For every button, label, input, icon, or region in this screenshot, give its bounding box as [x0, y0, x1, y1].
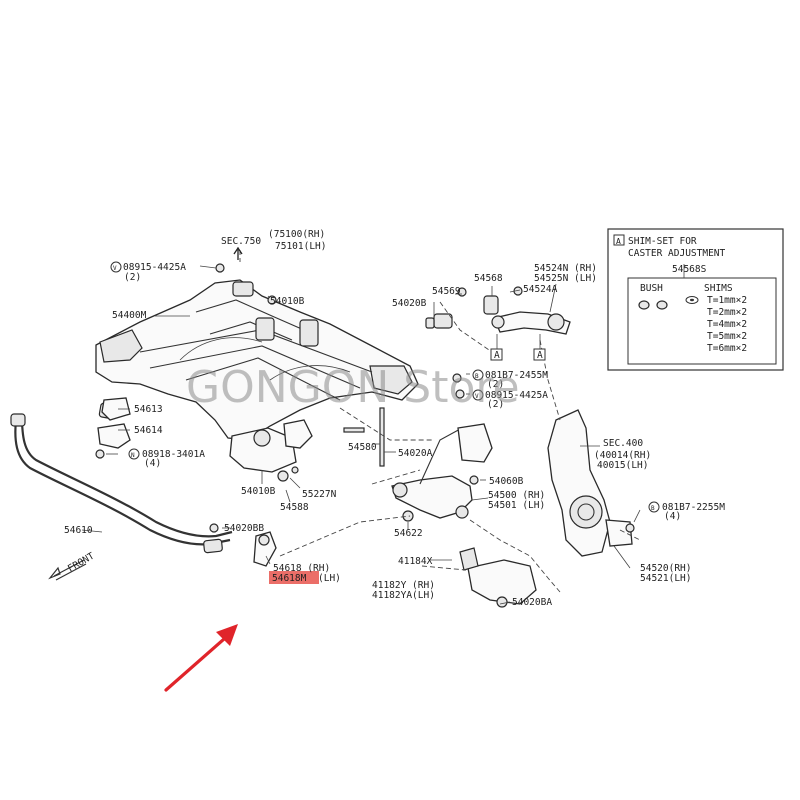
label-41184X: 41184X: [398, 556, 433, 567]
circle-b-1: B: [475, 373, 479, 380]
label-54618M: 54618M: [272, 573, 307, 584]
shim-box-part: 54568S: [672, 264, 707, 275]
label-54524N-rh: 54524N (RH): [534, 263, 597, 274]
shim-box-col-shims: SHIMS: [704, 283, 733, 294]
label-54588: 54588: [280, 502, 309, 513]
circle-v-1: V: [113, 265, 117, 272]
label-54613: 54613: [134, 404, 163, 415]
label-sec400: SEC.400: [603, 438, 643, 449]
label-54400M: 54400M: [112, 310, 147, 321]
up-arrow-icon: [233, 246, 243, 260]
label-08915-4425A-right: 08915-4425A: [485, 390, 548, 401]
leader-lines: [81, 247, 641, 605]
label-41182YA-lh: 41182YA(LH): [372, 590, 435, 601]
front-arrow: [48, 559, 87, 581]
label-54580: 54580: [348, 442, 377, 453]
red-arrow: [164, 624, 238, 692]
label-sec750-lh: 75101(LH): [275, 241, 326, 252]
bushing-54613: [101, 397, 131, 421]
label-54020A: 54020A: [398, 448, 433, 459]
label-08915-4425A-right-qty: (2): [487, 399, 504, 410]
marker-a-box-2: [533, 348, 546, 361]
shim-size-2: T=2mm×2: [707, 307, 747, 318]
shim-box-title-2: CASTER ADJUSTMENT: [628, 248, 726, 259]
stabilizer-link-54618: [253, 531, 277, 567]
label-54622: 54622: [394, 528, 423, 539]
label-54568: 54568: [474, 273, 503, 284]
label-08915-4425A-qty: (2): [124, 272, 141, 283]
label-54020BB: 54020BB: [224, 523, 264, 534]
circle-b-2: B: [651, 505, 655, 512]
circle-v-2: V: [475, 393, 479, 400]
shim-box-marker: A: [616, 237, 621, 246]
label-54525N-lh: 54525N (LH): [534, 273, 597, 284]
marker-a-box-1: [490, 348, 503, 361]
subframe-54400M: [95, 279, 419, 473]
label-081B7-2455M-qty: (2): [487, 379, 504, 390]
label-54010B-top: 54010B: [270, 296, 305, 307]
label-54569: 54569: [432, 286, 461, 297]
upper-link-54524N: [425, 295, 571, 335]
label-sec400-rh: (40014(RH): [594, 450, 651, 461]
label-54500-rh: 54500 (RH): [488, 490, 545, 501]
label-08915-4425A: 08915-4425A: [123, 262, 186, 273]
shim-size-4: T=5mm×2: [707, 331, 747, 342]
watermark: GONGON Store: [186, 362, 520, 413]
label-08918-3401A-qty: (4): [144, 458, 161, 469]
shim-box-col-bush: BUSH: [640, 283, 663, 294]
label-54618M-lh: (LH): [318, 573, 341, 584]
bracket-41182Y: [459, 547, 537, 608]
shim-set-box: [607, 228, 784, 371]
label-54501-lh: 54501 (LH): [488, 500, 545, 511]
circle-markers: [110, 261, 660, 513]
label-marker-a1: A: [494, 350, 500, 361]
highlight-54618M: [269, 571, 319, 584]
label-front: FRONT: [66, 551, 97, 575]
label-081B7-2255M-qty: (4): [664, 511, 681, 522]
label-55227N: 55227N: [302, 489, 337, 500]
label-sec750-rh: (75100(RH): [268, 229, 325, 240]
knuckle-54520: [547, 409, 633, 557]
label-54524A: 54524A: [523, 284, 558, 295]
label-081B7-2455M: 081B7-2455M: [485, 370, 548, 381]
label-081B7-2255M: 081B7-2255M: [662, 502, 725, 513]
clamp-54614: [97, 423, 131, 449]
label-54010B-bottom: 54010B: [241, 486, 276, 497]
label-08918-3401A: 08918-3401A: [142, 449, 205, 460]
lower-link-54500: [391, 423, 493, 519]
label-54610: 54610: [64, 525, 93, 536]
shim-box-title-1: SHIM-SET FOR: [628, 236, 697, 247]
shim-size-3: T=4mm×2: [707, 319, 747, 330]
label-54618-rh: 54618 (RH): [273, 563, 330, 574]
label-54060B: 54060B: [489, 476, 524, 487]
label-sec750: SEC.750: [221, 236, 261, 247]
shim-size-1: T=1mm×2: [707, 295, 747, 306]
label-54520-rh: 54520(RH): [640, 563, 691, 574]
label-marker-a2: A: [537, 350, 543, 361]
label-41182Y-rh: 41182Y (RH): [372, 580, 435, 591]
label-sec400-lh: 40015(LH): [597, 460, 648, 471]
label-54614: 54614: [134, 425, 163, 436]
circle-n-1: N: [131, 452, 135, 459]
label-54020B: 54020B: [392, 298, 427, 309]
label-54521-lh: 54521(LH): [640, 573, 691, 584]
label-54020BA: 54020BA: [512, 597, 552, 608]
shim-size-5: T=6mm×2: [707, 343, 747, 354]
